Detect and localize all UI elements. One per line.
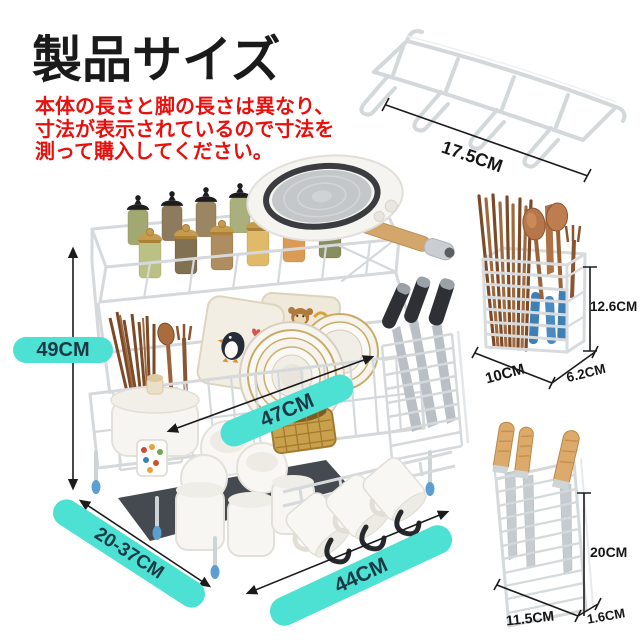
main-rack-illustration — [88, 154, 470, 579]
inner-width-arrow — [166, 355, 375, 433]
foot-cap — [425, 482, 435, 496]
page-title: 製品サイズ — [32, 32, 281, 88]
basket-depth-line — [551, 345, 599, 384]
wooden-knife-handles — [492, 421, 580, 491]
knife-height-line — [577, 492, 591, 616]
notice-line-1: 本体の長さと脚の長さは異なり、 — [35, 96, 335, 118]
notice-line-3: 測って購入してください。 — [35, 141, 273, 163]
main-height-pill: 49CM — [13, 337, 113, 363]
outer-width-arrow — [245, 510, 450, 595]
foot-cap — [91, 480, 101, 494]
hook-rack-width-line — [381, 97, 592, 183]
depth-arrow — [78, 499, 212, 588]
knife-holder-height-label: 20CM — [590, 544, 628, 560]
cutlery-basket-illustration — [477, 193, 587, 354]
cutlery-basket-height-label: 12.6CM — [590, 299, 638, 314]
candy-jar — [136, 439, 168, 477]
hook-rack-illustration — [359, 29, 627, 169]
frying-pan-illustration — [246, 154, 455, 261]
main-height-label: 49CM — [36, 338, 90, 361]
knife-depth-line — [574, 597, 602, 623]
foot-cap — [152, 526, 162, 540]
notice-text: 本体の長さと脚の長さは異なり、 寸法が表示されているので寸法を 測って購入してく… — [35, 96, 334, 164]
dimension-lines — [67, 97, 602, 623]
knife-width-line — [493, 578, 579, 617]
spice-shelf — [90, 175, 401, 304]
blue-utensil-handles — [528, 290, 568, 345]
notice-line-2: 寸法が表示されているので寸法を — [35, 118, 335, 141]
foot-cap — [210, 565, 220, 579]
knife-holder-illustration — [492, 421, 594, 628]
knife-cage — [380, 276, 470, 462]
